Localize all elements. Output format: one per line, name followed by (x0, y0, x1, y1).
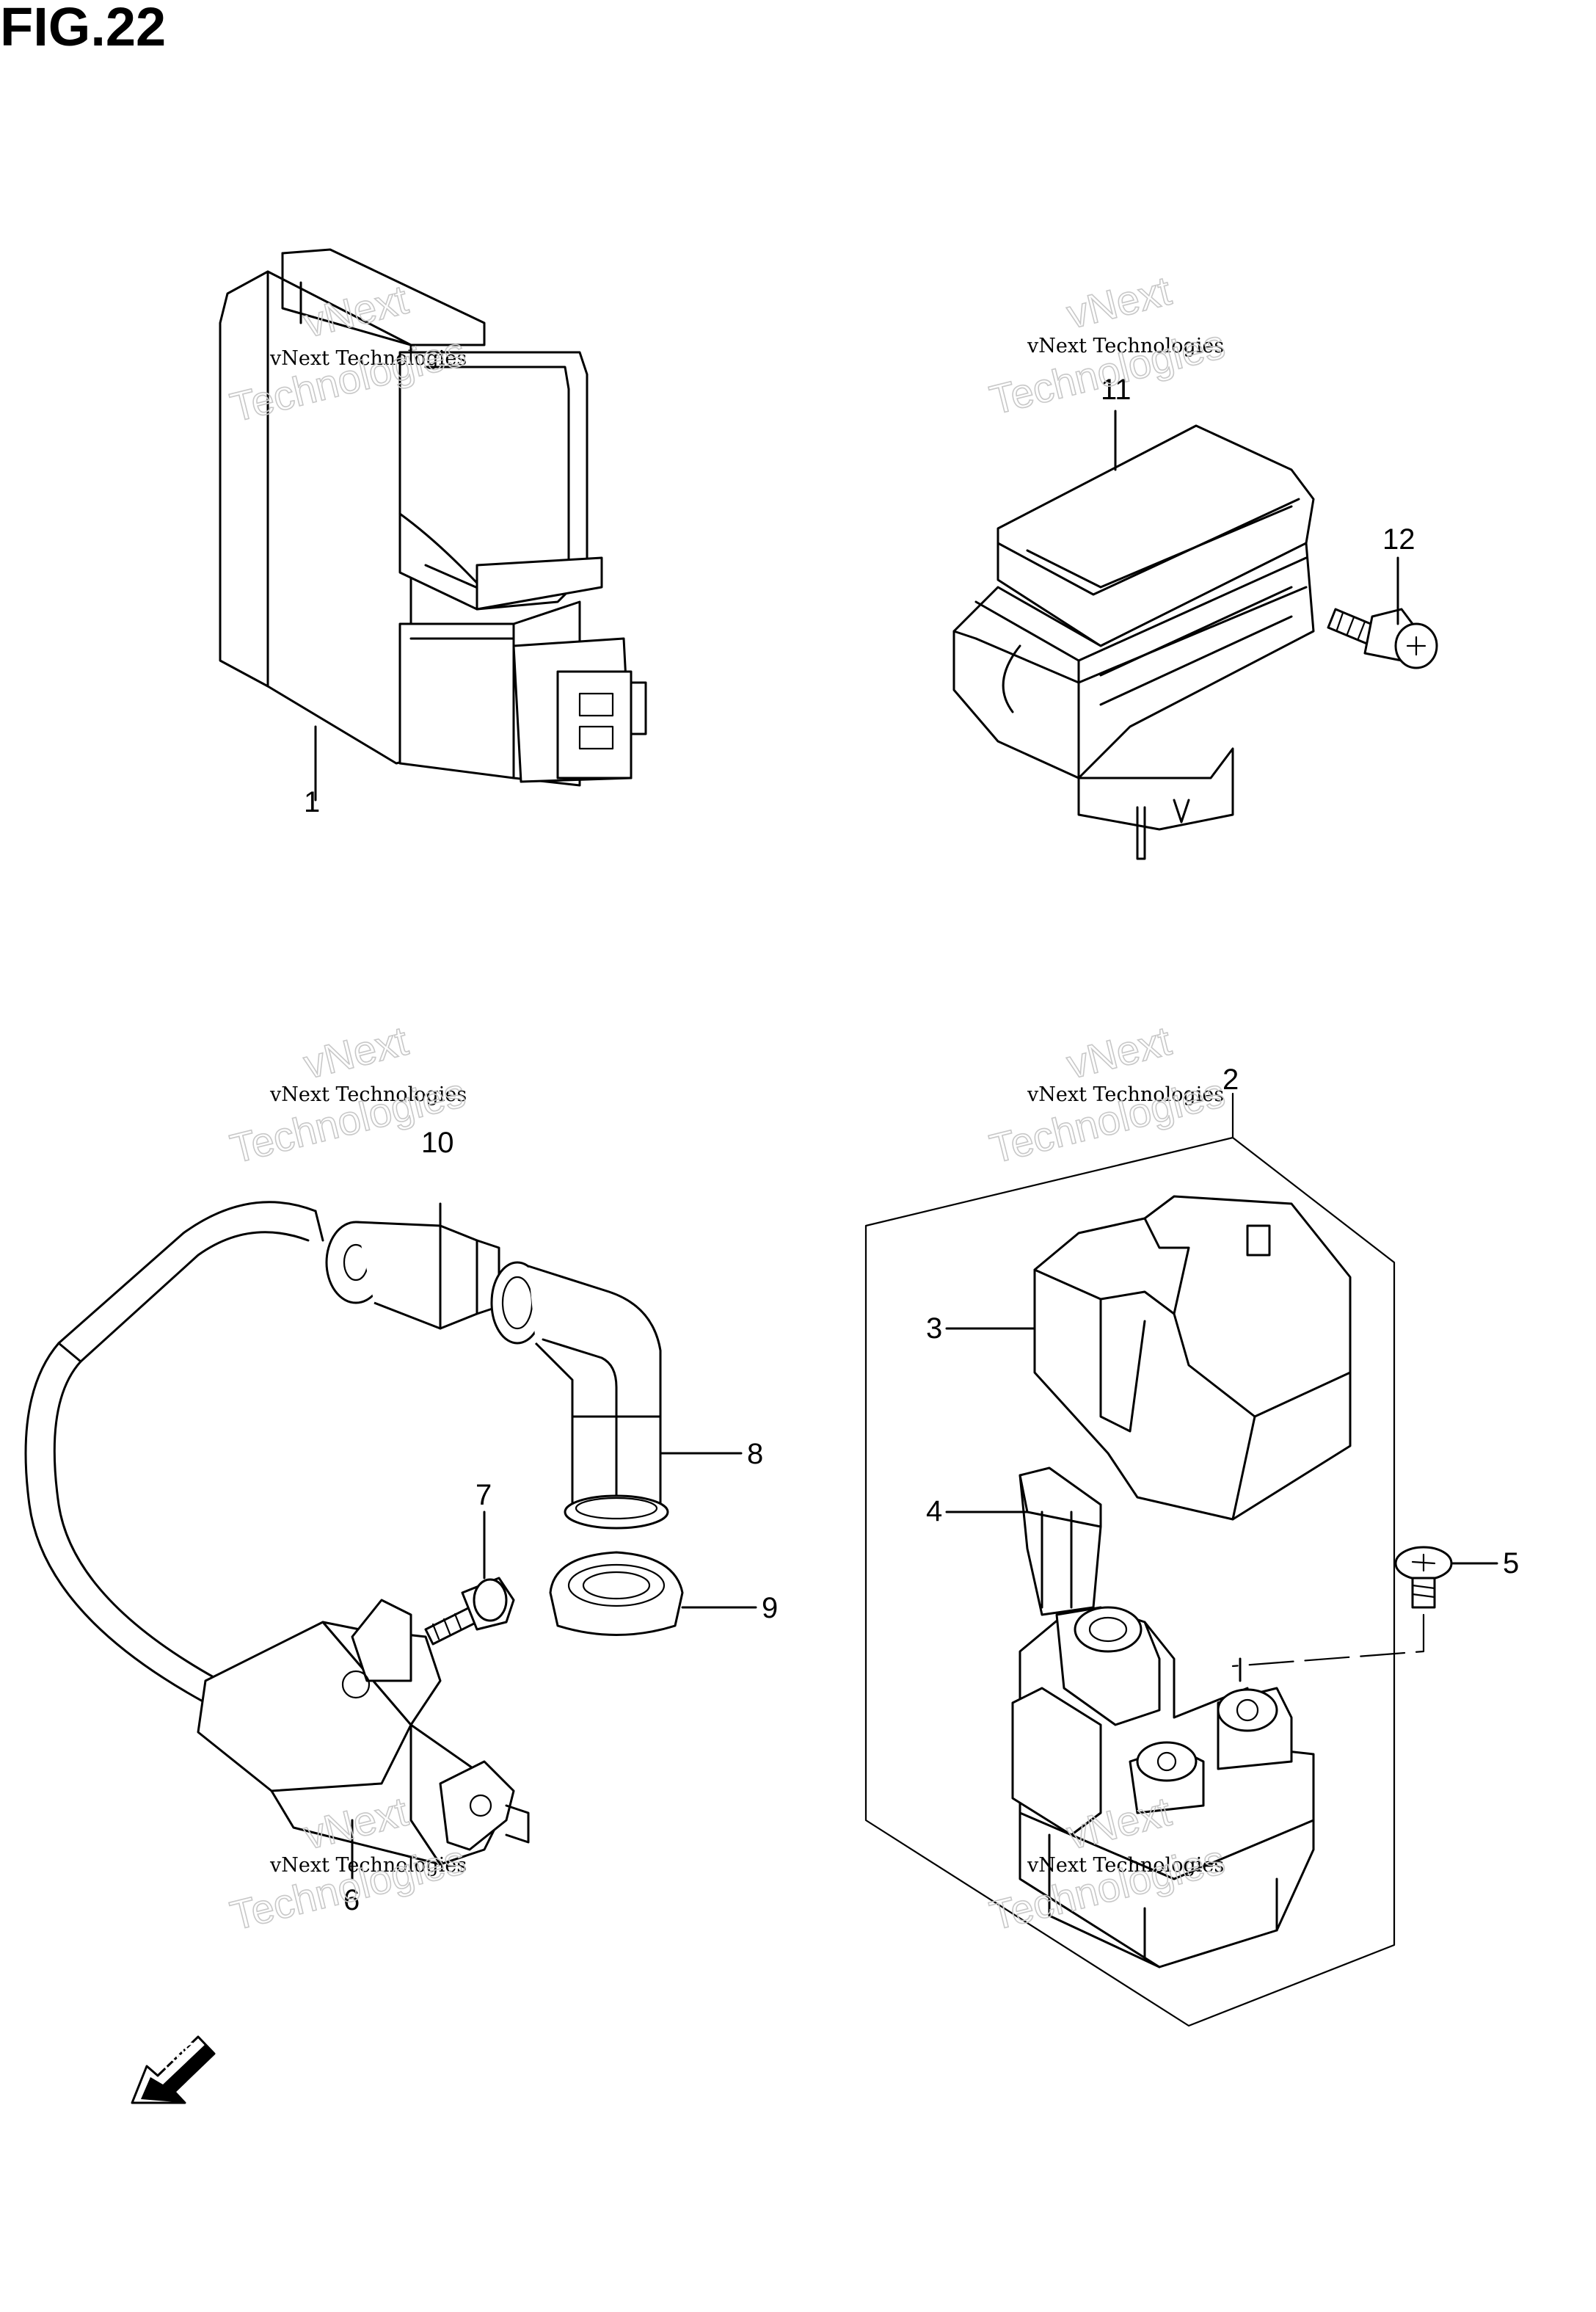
watermark-big-line1: vNext (1063, 267, 1176, 338)
label-part-11: 11 (1101, 374, 1132, 406)
regulator-illustration (952, 410, 1315, 860)
watermark-big-line1: vNext (299, 1788, 413, 1858)
label-part-3: 3 (926, 1312, 942, 1345)
forward-direction-badge: FWD (131, 2035, 216, 2104)
watermark-small-text: vNext Technologies (269, 347, 467, 370)
watermark-big-line1: vNext (1063, 1017, 1176, 1088)
label-part-8: 8 (747, 1438, 763, 1470)
label-part-10: 10 (421, 1127, 454, 1159)
watermark-small-text: vNext Technologies (269, 1854, 467, 1877)
label-part-2: 2 (1222, 1064, 1239, 1096)
ignition-coil-illustration (24, 1201, 757, 1880)
label-part-7: 7 (475, 1479, 492, 1511)
watermark-small-text: vNext Technologies (1027, 1854, 1224, 1877)
bolt-12-illustration (1327, 556, 1438, 669)
label-part-4: 4 (926, 1495, 942, 1527)
label-part-12: 12 (1382, 523, 1415, 556)
figure-title: FIG.22 (0, 0, 167, 57)
starter-relay-group-illustration (864, 1092, 1498, 2027)
label-part-9: 9 (762, 1592, 778, 1624)
label-part-6: 6 (343, 1884, 360, 1916)
watermark-mid-right: vNext Technologies vNext Technologies (985, 1017, 1230, 1172)
watermark-big-line2: Technologies (226, 1836, 470, 1938)
cdi-unit-illustration (219, 248, 647, 801)
label-part-1: 1 (304, 786, 320, 818)
watermark-small-text: vNext Technologies (1027, 335, 1224, 357)
label-part-5: 5 (1503, 1547, 1519, 1579)
watermark-big-line1: vNext (299, 1017, 413, 1088)
watermark-small-text: vNext Technologies (1027, 1083, 1224, 1106)
watermark-small-text: vNext Technologies (269, 1083, 467, 1106)
